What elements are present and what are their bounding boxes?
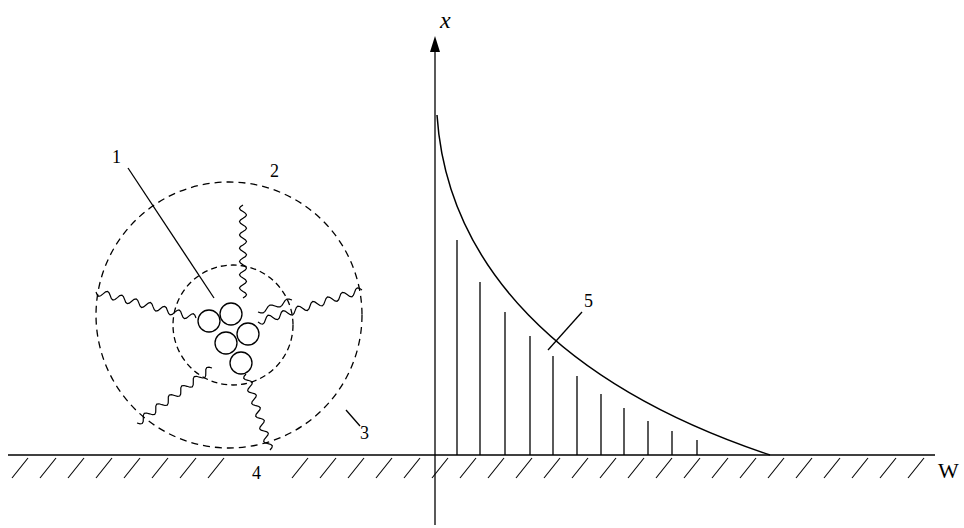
- ground-hatch-line: [544, 458, 560, 478]
- inner-dashed-circle: [173, 265, 293, 385]
- callout-number: 1: [112, 148, 121, 166]
- ground-hatch-line: [908, 458, 924, 478]
- ground-hatch-line: [740, 458, 756, 478]
- ground-hatch-line: [152, 458, 168, 478]
- chain-wave: [244, 374, 273, 450]
- ground-hatch-line: [460, 458, 476, 478]
- axis-arrowhead: [430, 36, 440, 52]
- ground-hatch-line: [348, 458, 364, 478]
- ground-hatch-line: [12, 458, 28, 478]
- ground-hatch-line: [40, 458, 56, 478]
- ground-hatch-line: [376, 458, 392, 478]
- callout-number: 5: [584, 292, 593, 310]
- callout-number: 2: [270, 162, 279, 180]
- ground-hatch-line: [852, 458, 868, 478]
- chain-wave: [258, 299, 292, 313]
- ground-hatch-line: [432, 458, 448, 478]
- ground-hatch-line: [824, 458, 840, 478]
- ground-hatch-line: [488, 458, 504, 478]
- axis-label: W: [938, 460, 959, 482]
- outer-dashed-circle: [96, 182, 362, 448]
- chain-wave: [240, 205, 247, 298]
- ground-hatch-line: [880, 458, 896, 478]
- axis-label: x: [440, 8, 451, 32]
- leader-line: [128, 168, 214, 298]
- chain-wave: [258, 288, 362, 324]
- chain-wave: [137, 367, 212, 424]
- ground-hatch-line: [180, 458, 196, 478]
- callout-number: 4: [252, 464, 261, 482]
- ground-hatch-line: [404, 458, 420, 478]
- ground-hatch-line: [768, 458, 784, 478]
- ground-hatch-line: [124, 458, 140, 478]
- ground-hatch-line: [572, 458, 588, 478]
- leader-line: [548, 312, 582, 350]
- ground-hatch-line: [628, 458, 644, 478]
- ground-hatch-line: [208, 458, 224, 478]
- ground-hatch-line: [656, 458, 672, 478]
- core-particles: [198, 303, 259, 374]
- ground-hatch-line: [516, 458, 532, 478]
- ground-hatch-line: [320, 458, 336, 478]
- ground-hatch-line: [684, 458, 700, 478]
- curve-hatching: [457, 240, 697, 455]
- callout-number: 3: [360, 424, 369, 442]
- chain-wave: [96, 291, 196, 318]
- leader-line: [346, 410, 360, 426]
- ground-line: [8, 454, 935, 455]
- axis-line: [434, 46, 435, 525]
- ground-hatch-line: [712, 458, 728, 478]
- ground-hatch-line: [68, 458, 84, 478]
- ground-hatch-line: [96, 458, 112, 478]
- distribution-curve: [437, 115, 770, 455]
- ground-hatch-line: [292, 458, 308, 478]
- ground-hatch-line: [796, 458, 812, 478]
- ground-hatch-line: [600, 458, 616, 478]
